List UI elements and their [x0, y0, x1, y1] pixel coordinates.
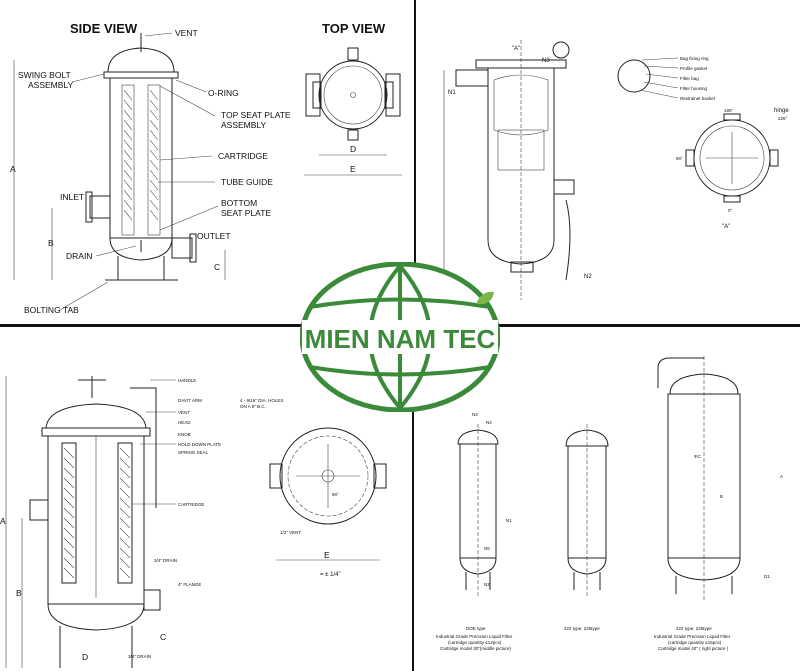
side-view-vessel [85, 33, 197, 281]
bl-label-2: VENT [178, 410, 190, 415]
filter-unit-3 [657, 356, 741, 600]
br-n2: N2 [484, 582, 490, 587]
label-bottom-seat: BOTTOM [221, 198, 257, 208]
br-dim-b: B [720, 494, 723, 499]
detail-circle [617, 59, 651, 93]
bl-label-7: CARTRIDGE [178, 502, 204, 507]
unit-3-caption-3: Cartridge model 40" ( right picture ) [658, 646, 729, 651]
unit-2-type: 222 type, 226type [564, 626, 600, 631]
panel-precision-filters: N3 N4 N1 N5 N2 ΦC B D1 A DOE type Indust… [414, 328, 800, 671]
br-dim-a: A [780, 474, 783, 479]
mark-n3: N3 [542, 58, 550, 64]
br-n5: N5 [484, 546, 490, 551]
holes-note-2: ON A 9" B.C. [240, 404, 266, 409]
unit-3-caption-1: Industrial Grade Precision Liquid Filter [654, 634, 731, 639]
bl-tolerance: = ± 1/4" [320, 572, 341, 578]
mark-a: "A" [512, 46, 520, 52]
bl-label-5: HOLD DOWN PLATE [178, 442, 221, 447]
label-outlet: OUTLET [197, 231, 231, 241]
divider-vertical-top [414, 0, 416, 406]
bl-dim-b: B [16, 588, 22, 598]
label-o-ring: O-RING [208, 88, 239, 98]
mien-nam-tec-logo: MIEN NAM TEC [300, 262, 500, 412]
label-vent: VENT [175, 28, 198, 38]
br-dim-c: ΦC [694, 454, 702, 459]
leaf-icon [476, 291, 494, 305]
bl-label-1: DAVIT ARM [178, 398, 202, 403]
top-view-title: TOP VIEW [322, 21, 386, 36]
dim-a: A [10, 164, 16, 174]
holes-note-1: 4 - 9/16" DIA. HOLES [240, 398, 283, 403]
mark-n1: N1 [448, 90, 456, 96]
label-bolting-tab: BOLTING TAB [24, 305, 79, 315]
callout-3: Filter housing [680, 86, 708, 91]
cartridge-housing [29, 376, 161, 668]
bl-label-9: 4" FLANGE [178, 582, 201, 587]
panel-bag-filter: "A" N3 N1 N2 Bag fixing ring Profile gas… [416, 0, 800, 324]
bl-label-3: HEAD [178, 420, 191, 425]
plan-angle: 90° [332, 492, 339, 497]
label-tube-guide: TUBE GUIDE [221, 177, 273, 187]
divider-vertical-bottom [412, 328, 414, 671]
side-view-title: SIDE VIEW [70, 21, 138, 36]
bl-label-6: SPRING SEAL [178, 450, 209, 455]
unit-1-caption-2: (cartridge quantity ≤12pcs) [448, 640, 502, 645]
bl-dim-e: E [324, 550, 330, 560]
br-dim-d: D1 [764, 574, 770, 579]
unit-1-caption-3: Cartridge model 30"(middle picture) [440, 646, 511, 651]
label-swing-bolt-2: ASSEMBLY [28, 80, 74, 90]
mark-n2: N2 [584, 274, 592, 280]
top-view-vessel [305, 47, 401, 141]
label-top-seat-2: ASSEMBLY [221, 120, 267, 130]
view-a-label: "A" [722, 224, 730, 230]
bag-filter-vessel [455, 40, 575, 300]
callout-0: Bag fixing ring [680, 56, 709, 61]
filter-unit-1 [457, 424, 499, 596]
panel-side-top-view: SIDE VIEW TOP VIEW A B C [0, 0, 414, 324]
label-drain: DRAIN [66, 251, 92, 261]
dim-d: D [350, 144, 356, 154]
callout-4: Restrainet basket [680, 96, 716, 101]
housing-plan [269, 427, 387, 525]
deg-90: 90° [676, 156, 683, 161]
deg-180: 180° [724, 108, 734, 113]
bl-label-0: HANDLE [178, 378, 196, 383]
label-bottom-seat-2: SEAT PLATE [221, 208, 271, 218]
bl-label-8: 3/4" DRAIN [154, 558, 177, 563]
bl-dim-d: D [82, 652, 88, 662]
label-swing-bolt: SWING BOLT [18, 70, 71, 80]
br-n3: N3 [472, 412, 478, 417]
br-n4: N4 [486, 420, 492, 425]
bag-filter-plan [685, 113, 779, 203]
unit-1-type: DOE type [466, 626, 486, 631]
unit-3-type: 222 type, 226type [676, 626, 712, 631]
dim-e: E [350, 164, 356, 174]
label-cartridge: CARTRIDGE [218, 151, 268, 161]
callout-1: Profile gasket [680, 66, 708, 71]
hinge: hinge [774, 108, 789, 114]
bl-label-4: KNOB [178, 432, 191, 437]
deg-0: 0° [728, 208, 733, 213]
label-top-seat: TOP SEAT PLATE [221, 110, 291, 120]
bl-dim-a: A [0, 516, 6, 526]
logo-text: MIEN NAM TEC [305, 324, 496, 354]
callout-2: Filter bag [680, 76, 699, 81]
dim-b: B [48, 238, 54, 248]
br-n1: N1 [506, 518, 512, 523]
filter-unit-2 [565, 424, 609, 596]
label-inlet: INLET [60, 192, 84, 202]
unit-3-caption-2: (cartridge quantity ≤15pcs) [668, 640, 722, 645]
bl-dim-c: C [160, 632, 166, 642]
unit-1-caption-1: Industrial Grade Precision Liquid Filter [436, 634, 513, 639]
vent-note: 1/2" VENT [280, 530, 301, 535]
dim-c: C [214, 262, 220, 272]
hinge-angle: 225° [778, 116, 788, 121]
bl-label-10: 3/4" DRAIN [128, 654, 151, 659]
